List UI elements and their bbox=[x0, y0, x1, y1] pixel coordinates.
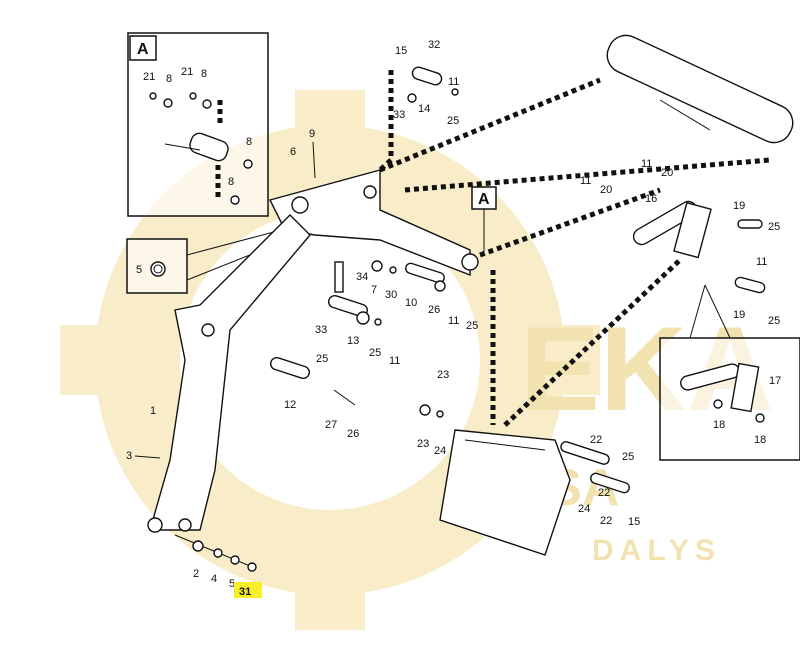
label-25g: 25 bbox=[768, 315, 780, 327]
label-11c: 11 bbox=[389, 355, 400, 367]
label-25d: 25 bbox=[316, 353, 328, 365]
highlight-31 bbox=[234, 582, 262, 598]
label-11e: 11 bbox=[580, 175, 591, 187]
label-25c: 25 bbox=[369, 347, 381, 359]
label-14: 14 bbox=[418, 103, 430, 115]
boom-arm: 6 9 bbox=[268, 128, 479, 277]
label-22a: 22 bbox=[590, 434, 602, 446]
label-12: 12 bbox=[284, 399, 296, 411]
label-18b: 18 bbox=[754, 434, 766, 446]
label-25b: 25 bbox=[466, 320, 478, 332]
inset-linkage-detail: 17 18 18 bbox=[659, 284, 800, 461]
inset-label-8b: 8 bbox=[201, 68, 207, 80]
bucket: 23 23 24 22 25 22 24 22 15 bbox=[417, 369, 640, 556]
inset-label-8d: 8 bbox=[228, 176, 234, 188]
label-25f: 25 bbox=[768, 221, 780, 233]
inset-label-21a: 21 bbox=[143, 71, 155, 83]
label-22b: 22 bbox=[598, 487, 610, 499]
lower-pin-stack: 2 4 5 31 bbox=[174, 534, 262, 598]
callout-a-letter: A bbox=[478, 191, 490, 208]
label-18a: 18 bbox=[713, 419, 725, 431]
label-31-highlighted: 31 bbox=[239, 586, 251, 598]
label-11f: 11 bbox=[756, 256, 767, 268]
inset-label-8a: 8 bbox=[166, 73, 172, 85]
hydraulic-cylinder bbox=[606, 34, 794, 144]
label-34: 34 bbox=[356, 271, 368, 283]
label-2: 2 bbox=[193, 568, 199, 580]
label-19a: 19 bbox=[733, 200, 745, 212]
label-30: 30 bbox=[385, 289, 397, 301]
label-15a: 15 bbox=[395, 45, 407, 57]
label-25e: 25 bbox=[622, 451, 634, 463]
label-25a: 25 bbox=[447, 115, 459, 127]
label-19b: 19 bbox=[733, 309, 745, 321]
label-5: 5 bbox=[229, 578, 235, 590]
label-10: 10 bbox=[405, 297, 417, 309]
top-pin-group: 15 32 11 33 14 25 bbox=[378, 39, 771, 193]
label-22c: 22 bbox=[600, 515, 612, 527]
callout-a-main: A bbox=[471, 186, 682, 427]
inset-label-8c: 8 bbox=[246, 136, 252, 148]
label-26b: 26 bbox=[347, 428, 359, 440]
label-7: 7 bbox=[371, 284, 377, 296]
label-3: 3 bbox=[126, 450, 132, 462]
label-24b: 24 bbox=[578, 503, 590, 515]
label-6: 6 bbox=[290, 146, 296, 158]
label-26a: 26 bbox=[428, 304, 440, 316]
middle-pins: 34 7 30 10 26 11 25 33 13 25 11 25 12 27… bbox=[269, 260, 478, 440]
label-32: 32 bbox=[428, 39, 440, 51]
label-16: 16 bbox=[645, 193, 657, 205]
label-11a: 11 bbox=[448, 76, 459, 88]
label-1: 1 bbox=[150, 405, 156, 417]
label-20a: 20 bbox=[661, 167, 673, 179]
label-20b: 20 bbox=[600, 184, 612, 196]
linkage-assembly: 11 20 11 20 16 19 25 11 19 25 bbox=[580, 158, 780, 327]
label-11d: 11 bbox=[641, 158, 652, 170]
stick-arm: 1 3 bbox=[126, 214, 311, 533]
inset-label-21b: 21 bbox=[181, 66, 193, 78]
label-33a: 33 bbox=[393, 109, 405, 121]
label-17: 17 bbox=[769, 375, 781, 387]
label-5-callout: 5 bbox=[136, 264, 142, 276]
label-24a: 24 bbox=[434, 445, 446, 457]
label-9: 9 bbox=[309, 128, 315, 140]
label-23a: 23 bbox=[437, 369, 449, 381]
inset-a-detail: A 21 8 21 8 8 8 bbox=[127, 32, 269, 217]
watermark-subtitle: DALYS bbox=[592, 534, 721, 567]
label-23b: 23 bbox=[417, 438, 429, 450]
label-11b: 11 bbox=[448, 315, 459, 327]
label-13: 13 bbox=[347, 335, 359, 347]
inset-a-letter: A bbox=[137, 41, 149, 58]
label-33b: 33 bbox=[315, 324, 327, 336]
label-27: 27 bbox=[325, 419, 337, 431]
label-15b: 15 bbox=[628, 516, 640, 528]
label-4: 4 bbox=[211, 573, 217, 585]
